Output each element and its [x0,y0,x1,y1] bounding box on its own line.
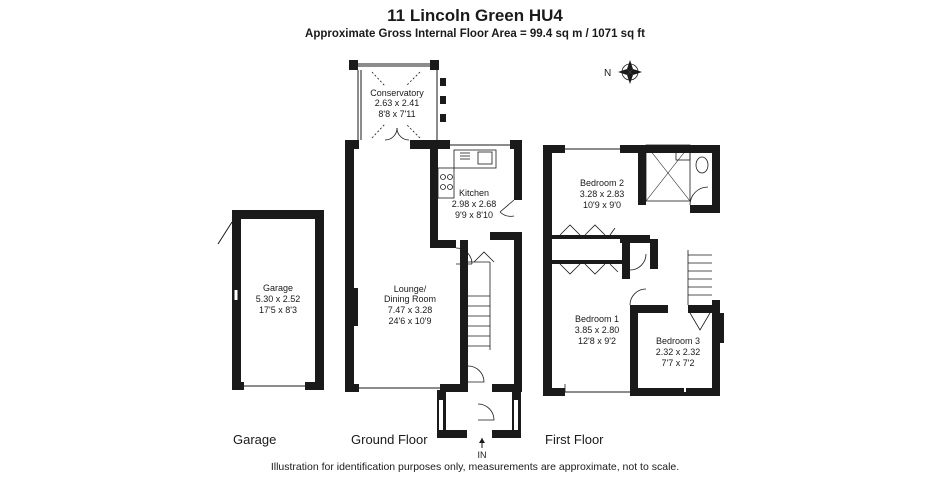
bedroom1-room-name: Bedroom 1 [575,314,619,324]
lounge-room-name-line1: Lounge/ [394,284,427,294]
garage-room-name: Garage [263,283,293,293]
bedroom1-room-metric: 3.85 x 2.80 [575,325,620,335]
garage-room-metric: 5.30 x 2.52 [256,294,301,304]
kitchen-room-imperial: 9'9 x 8'10 [455,210,493,220]
floor-area-subtitle: Approximate Gross Internal Floor Area = … [305,28,645,40]
ground-floor-label: Ground Floor [351,432,428,447]
plan-title: 11 Lincoln Green HU4 [387,6,563,25]
garage-room-imperial: 17'5 x 8'3 [259,305,297,315]
bedroom3-room-imperial: 7'7 x 7'2 [662,358,695,368]
conservatory-room-metric: 2.63 x 2.41 [375,98,420,108]
first-floor-label: First Floor [545,432,604,447]
garage-floor-label: Garage [233,432,277,447]
compass-north-label: N [604,68,611,79]
lounge-room-imperial: 24'6 x 10'9 [389,316,432,326]
bedroom2-room-name: Bedroom 2 [580,178,624,188]
garage-plan [217,210,324,390]
ground-floor-plan [345,60,522,448]
kitchen-room-metric: 2.98 x 2.68 [452,199,497,209]
lounge-room-metric: 7.47 x 3.28 [388,305,433,315]
conservatory-room-name: Conservatory [370,88,424,98]
kitchen-room-name: Kitchen [459,188,489,198]
entrance-label: IN [478,450,487,460]
bedroom3-room-name: Bedroom 3 [656,336,700,346]
bedroom1-room-imperial: 12'8 x 9'2 [578,336,616,346]
disclaimer-footer: Illustration for identification purposes… [270,461,680,473]
conservatory-room-imperial: 8'8 x 7'11 [378,109,415,119]
first-floor-plan [543,144,724,396]
compass-icon: N [604,60,642,84]
bedroom3-room-metric: 2.32 x 2.32 [656,347,701,357]
lounge-room-name-line2: Dining Room [384,294,436,304]
bedroom2-room-metric: 3.28 x 2.83 [580,189,625,199]
bedroom2-room-imperial: 10'9 x 9'0 [583,200,621,210]
